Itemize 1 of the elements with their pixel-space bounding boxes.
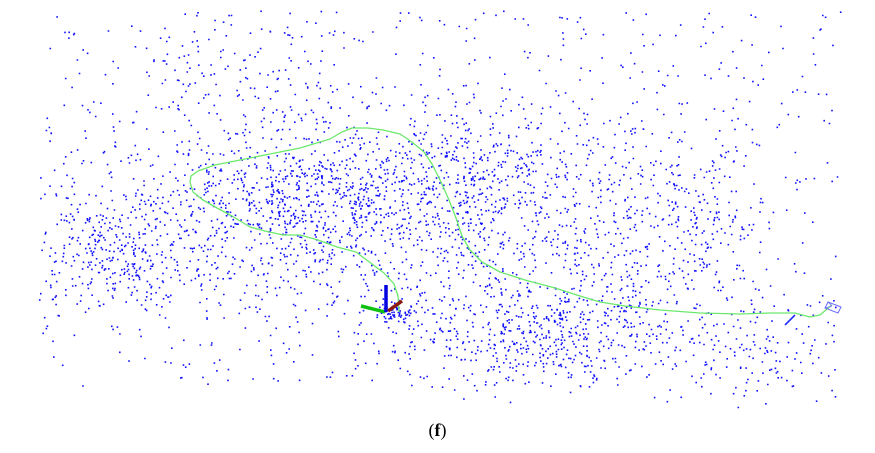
figure-caption: (f) bbox=[428, 420, 446, 440]
